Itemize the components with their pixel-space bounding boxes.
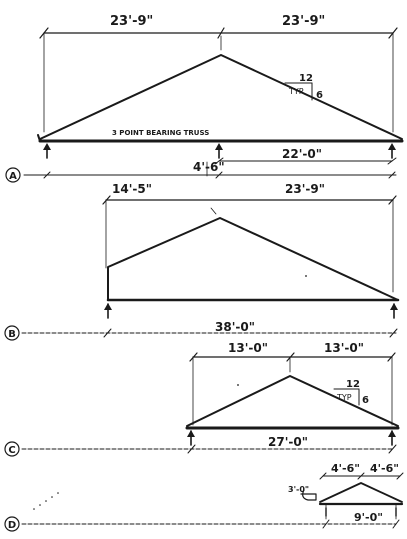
truss-a-bottom-dim-1: 4'-6"	[193, 160, 225, 174]
truss-a-top-tick-mid	[217, 27, 225, 39]
truss-a-note: 3 POINT BEARING TRUSS	[112, 129, 209, 137]
truss-c-bearing-left-head	[187, 430, 195, 437]
truss-d-top-tick-mid	[357, 472, 365, 480]
truss-b-ridge-tick	[210, 207, 217, 215]
truss-a-top-chords	[39, 54, 403, 140]
truss-d-top-dim-right: 4'-6"	[370, 462, 399, 475]
truss-c-bottom-dim: 27'-0"	[268, 435, 308, 449]
truss-a-grid-tick-left	[43, 171, 51, 179]
truss-a-grid-tick-right	[388, 171, 396, 179]
truss-b-marker: B	[8, 329, 16, 340]
truss-c-pitch-symbol: 12 TYP 6	[333, 379, 369, 406]
truss-c-top-dim-right: 13'-0"	[324, 341, 364, 355]
truss-c-top-tick-right	[387, 352, 396, 362]
truss-c-bearing-right-head	[388, 430, 396, 437]
truss-c-top-chords	[186, 375, 399, 427]
truss-d-top-dim-left: 4'-6"	[331, 462, 360, 475]
truss-d-specks	[33, 492, 59, 510]
truss-a-bearings	[43, 143, 396, 159]
truss-d-marker: D	[8, 520, 16, 531]
truss-d-grid-tick-left	[322, 519, 330, 529]
truss-a-bottom-dim-2: 22'-0"	[282, 147, 322, 161]
truss-b-grid-tick-left	[103, 328, 112, 338]
truss-b-outline	[107, 217, 399, 301]
truss-a-marker: A	[9, 171, 17, 182]
truss-c-pitch-label: TYP	[336, 393, 352, 402]
truss-a-bearing-mid-head	[215, 143, 223, 150]
truss-d-grid-tick-right	[392, 519, 400, 529]
truss-c-top-dim-left: 13'-0"	[228, 341, 268, 355]
truss-d-side-detail: 3'-0"	[288, 485, 317, 501]
truss-c-speck	[237, 384, 239, 386]
truss-a-heel-left	[37, 134, 41, 142]
truss-d-side-note: 3'-0"	[288, 485, 309, 494]
truss-a-bottom-tick-2a	[214, 157, 224, 165]
truss-a: 23'-9" 23'-9" 12 TYP 6 3 POINT BEARING T…	[5, 14, 404, 183]
truss-c-marker-circle	[4, 441, 20, 457]
truss-b-bottom-dim: 38'-0"	[215, 320, 255, 334]
truss-c-top-tick-mid	[286, 352, 295, 362]
truss-a-pitch-symbol: 12 TYP 6	[284, 73, 323, 101]
truss-b-top-dim-left: 14'-5"	[112, 182, 152, 196]
truss-d-bottom-dim: 9'-0"	[354, 511, 383, 524]
truss-a-top-dim-right: 23'-9"	[282, 14, 325, 29]
truss-c-grid-tick-right	[388, 444, 397, 454]
truss-c-pitch-run: 6	[362, 395, 369, 406]
truss-b: 14'-5" 23'-9" 38'-0" B	[4, 182, 400, 341]
truss-d: 4'-6" 4'-6" 3'-0" 9'-0" D	[4, 462, 404, 532]
truss-c-grid-tick-left	[187, 444, 196, 454]
truss-b-bearing-left-head	[104, 303, 112, 310]
truss-b-marker-circle	[4, 325, 20, 341]
truss-a-bearing-left-head	[43, 143, 51, 150]
truss-b-grid-tick-right	[389, 328, 398, 338]
truss-b-top-tick-left	[102, 195, 111, 205]
speck	[33, 508, 35, 510]
truss-c: 13'-0" 13'-0" 12 TYP 6 27'-0" C	[4, 341, 400, 457]
truss-c-pitch-rise: 12	[346, 379, 360, 390]
truss-d-top-chords	[319, 482, 403, 503]
truss-b-top-dim-right: 23'-9"	[285, 182, 325, 196]
truss-a-marker-circle	[5, 167, 21, 183]
truss-a-bearing-right-head	[388, 143, 396, 150]
truss-d-top-tick-left	[319, 472, 327, 480]
truss-c-top-tick-left	[189, 352, 198, 362]
truss-a-pitch-label: TYP	[288, 87, 304, 96]
truss-b-bearing-right-head	[390, 303, 398, 310]
truss-a-bottom-tick-2b	[387, 157, 397, 165]
truss-a-top-dim-left: 23'-9"	[110, 14, 153, 29]
truss-d-side-bracket	[300, 489, 317, 501]
speck	[51, 496, 53, 498]
truss-d-marker-circle	[4, 516, 20, 532]
truss-a-grid-tick-mid	[215, 171, 223, 179]
speck	[39, 504, 41, 506]
truss-a-pitch-run: 6	[316, 90, 323, 101]
truss-c-marker: C	[8, 445, 15, 456]
truss-b-top-tick-right	[388, 195, 397, 205]
truss-a-pitch-rise: 12	[299, 73, 313, 84]
truss-d-top-tick-right	[396, 472, 404, 480]
speck	[57, 492, 59, 494]
truss-b-speck	[305, 275, 307, 277]
speck	[45, 500, 47, 502]
